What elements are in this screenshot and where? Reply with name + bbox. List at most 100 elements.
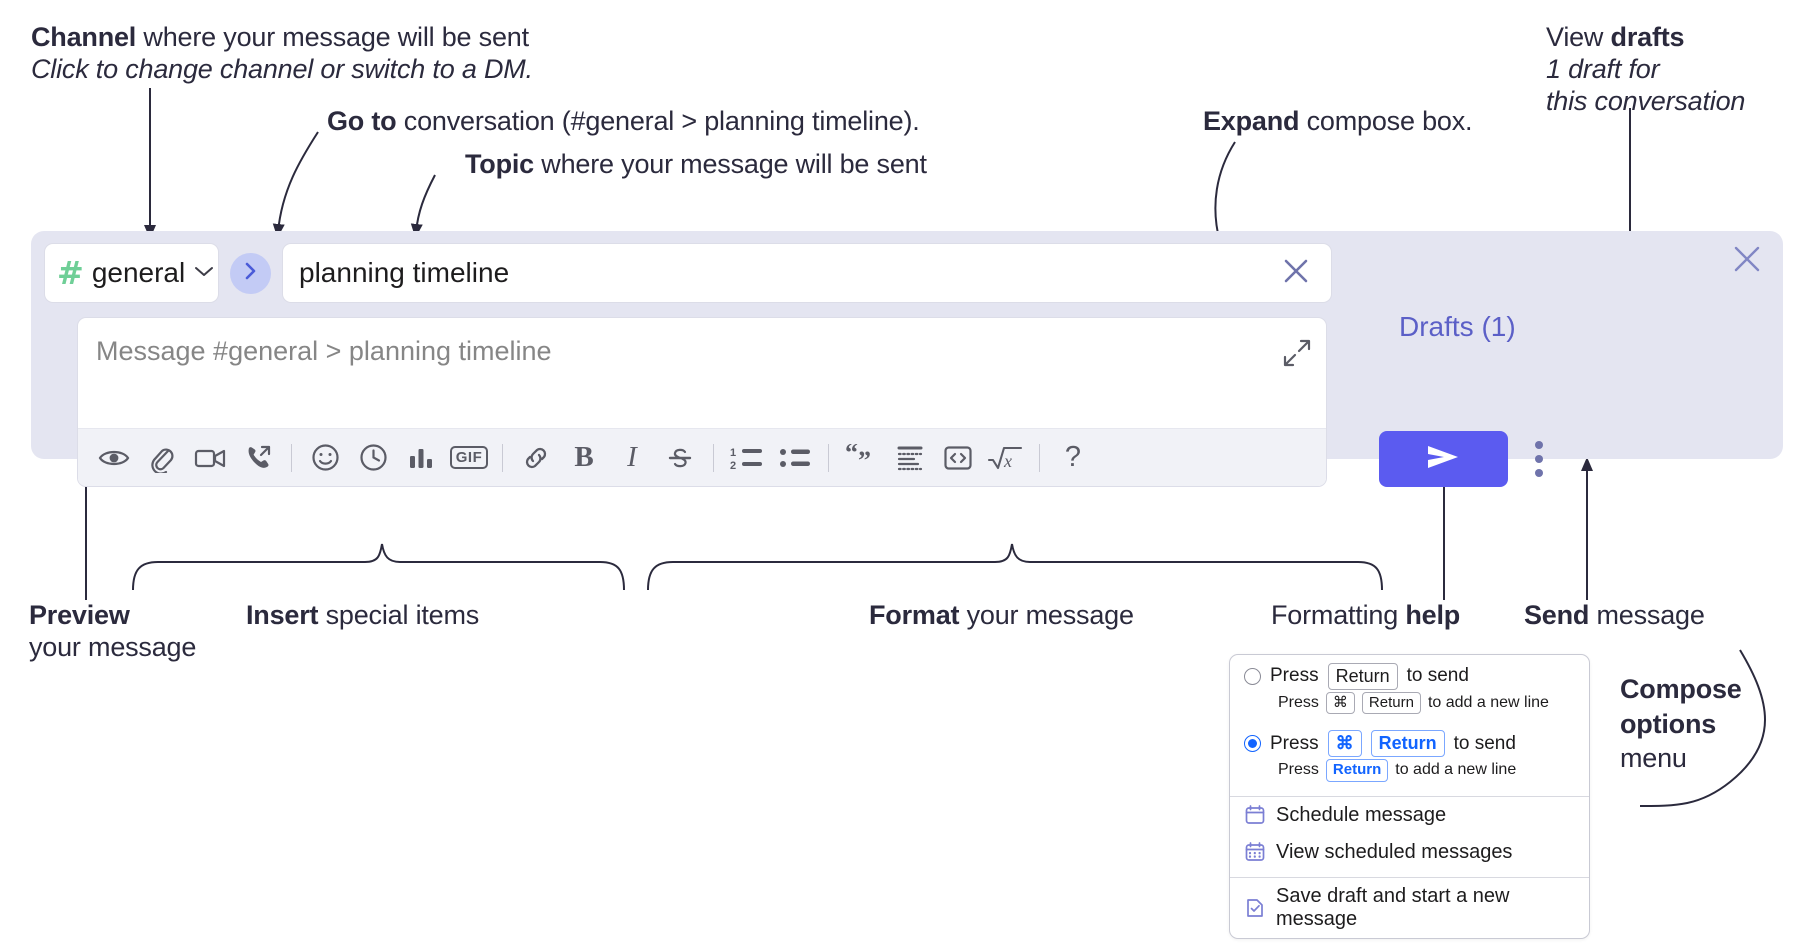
annotation-topic-bold: Topic — [465, 149, 534, 179]
chevron-right-icon — [242, 261, 259, 286]
attach-file-button[interactable] — [138, 436, 186, 480]
option-press-return[interactable]: Press Return to send — [1230, 655, 1589, 692]
annotation-channel-italic: Click to change channel or switch to a D… — [31, 53, 533, 84]
goto-conversation-button[interactable] — [230, 252, 271, 294]
separator-5 — [1039, 443, 1040, 472]
option-press-cmd-return-sub: Press Return to add a new line — [1230, 758, 1589, 790]
separator-1 — [291, 443, 292, 472]
expand-icon[interactable] — [1282, 338, 1312, 368]
inline-code-button[interactable] — [934, 436, 982, 480]
key-return: Return — [1370, 730, 1445, 757]
radio-unselected-icon[interactable] — [1244, 667, 1261, 685]
bold-button[interactable]: B — [560, 436, 608, 480]
emoji-button[interactable] — [301, 436, 349, 480]
document-check-icon — [1244, 897, 1266, 919]
option-tosend-label: to send — [1406, 665, 1469, 687]
option-press-return-sub: Press ⌘ Return to add a new line — [1230, 691, 1589, 723]
more-options-icon — [1535, 441, 1543, 449]
clock-icon[interactable] — [349, 436, 397, 480]
sub-rest-label: to add a new line — [1427, 693, 1549, 711]
send-button[interactable] — [1379, 431, 1508, 487]
record-video-button[interactable] — [186, 436, 234, 480]
svg-text:2: 2 — [730, 460, 736, 471]
message-placeholder: Message #general > planning timeline — [96, 336, 552, 366]
channel-name-label: general — [91, 257, 186, 288]
option-press-label: Press — [1270, 732, 1319, 754]
gif-label: GIF — [449, 446, 489, 469]
option-tosend-label: to send — [1453, 732, 1516, 754]
annotation-drafts-italic2: this conversation — [1546, 85, 1746, 116]
close-compose-button[interactable] — [1731, 243, 1763, 275]
annotation-expand-rest: compose box. — [1299, 106, 1473, 136]
annotation-help-bold: help — [1405, 600, 1461, 630]
code-block-button[interactable] — [886, 436, 934, 480]
channel-selector[interactable]: # general — [44, 243, 219, 303]
annotation-send: Send message — [1524, 600, 1705, 632]
menu-item-label: Save draft and start a new message — [1276, 884, 1510, 930]
close-icon[interactable] — [1279, 254, 1313, 293]
radio-selected-icon[interactable] — [1244, 735, 1261, 752]
annotation-format-bold: Format — [869, 600, 960, 630]
menu-divider — [1230, 795, 1589, 797]
annotation-topic-rest: where your message will be sent — [534, 149, 927, 179]
menu-item-schedule-message[interactable]: Schedule message — [1230, 797, 1589, 834]
annotation-preview-line2: your message — [29, 631, 197, 662]
gif-button[interactable]: GIF — [445, 436, 493, 480]
annotation-insert-bold: Insert — [246, 600, 319, 630]
annotation-formatting-help: Formatting help — [1271, 600, 1460, 632]
drafts-link[interactable]: Drafts (1) — [1399, 311, 1516, 342]
annotation-channel-rest: where your message will be sent — [136, 22, 529, 52]
annotation-compose-bold2: options — [1620, 708, 1717, 739]
bulleted-list-button[interactable] — [771, 436, 819, 480]
calendar-grid-icon — [1244, 841, 1266, 863]
annotation-insert-rest: special items — [318, 600, 480, 630]
key-command: ⌘ — [1327, 730, 1362, 757]
link-button[interactable] — [512, 436, 560, 480]
menu-item-label: View scheduled messages — [1276, 840, 1513, 863]
italic-button[interactable]: I — [608, 436, 656, 480]
annotation-send-rest: message — [1589, 600, 1705, 630]
calendar-icon — [1244, 804, 1266, 826]
message-input-box[interactable]: Message #general > planning timeline — [77, 317, 1327, 487]
topic-input[interactable]: planning timeline — [282, 243, 1332, 303]
annotation-help-rest: Formatting — [1271, 600, 1406, 630]
topic-value: planning timeline — [299, 257, 510, 288]
preview-button[interactable] — [90, 436, 138, 480]
separator-2 — [502, 443, 503, 472]
record-audio-button[interactable] — [234, 436, 282, 480]
option-press-label: Press — [1270, 665, 1319, 687]
annotation-expand: Expand compose box. — [1203, 106, 1473, 138]
key-command: ⌘ — [1325, 691, 1355, 715]
annotation-channel-bold: Channel — [31, 22, 137, 52]
compose-options-menu: Press Return to send Press ⌘ Return to a… — [1229, 654, 1590, 939]
option-press-cmd-return[interactable]: Press ⌘ Return to send — [1230, 722, 1589, 759]
separator-4 — [828, 443, 829, 472]
menu-item-label: Schedule message — [1276, 803, 1447, 826]
strikethrough-button[interactable] — [656, 436, 704, 480]
svg-text:x: x — [1003, 451, 1012, 471]
compose-widget: # general planning timeline Message #gen… — [31, 231, 1783, 487]
svg-text:“: “ — [845, 444, 858, 467]
formatting-help-button[interactable]: ? — [1049, 436, 1097, 480]
menu-item-view-scheduled-messages[interactable]: View scheduled messages — [1230, 834, 1589, 871]
bold-label: B — [574, 441, 594, 473]
svg-text:”: ” — [858, 446, 871, 472]
menu-item-save-draft[interactable]: Save draft and start a new message — [1230, 878, 1589, 938]
annotation-compose-line3: menu — [1620, 743, 1687, 774]
sub-press-label: Press — [1278, 693, 1319, 711]
annotation-compose-bold1: Compose — [1620, 674, 1742, 704]
poll-button[interactable] — [397, 436, 445, 480]
annotation-drafts-bold: drafts — [1610, 22, 1685, 52]
blockquote-button[interactable]: “” — [838, 436, 886, 480]
separator-3 — [713, 443, 714, 472]
math-button[interactable]: x — [982, 436, 1030, 480]
question-mark-icon: ? — [1064, 441, 1082, 473]
annotation-goto-bold: Go to — [327, 106, 397, 136]
compose-options-button[interactable] — [1528, 436, 1550, 482]
annotation-expand-bold: Expand — [1203, 106, 1300, 136]
annotation-drafts-italic1: 1 draft for — [1546, 53, 1660, 84]
key-return: Return — [1325, 758, 1389, 782]
italic-label: I — [627, 441, 637, 473]
